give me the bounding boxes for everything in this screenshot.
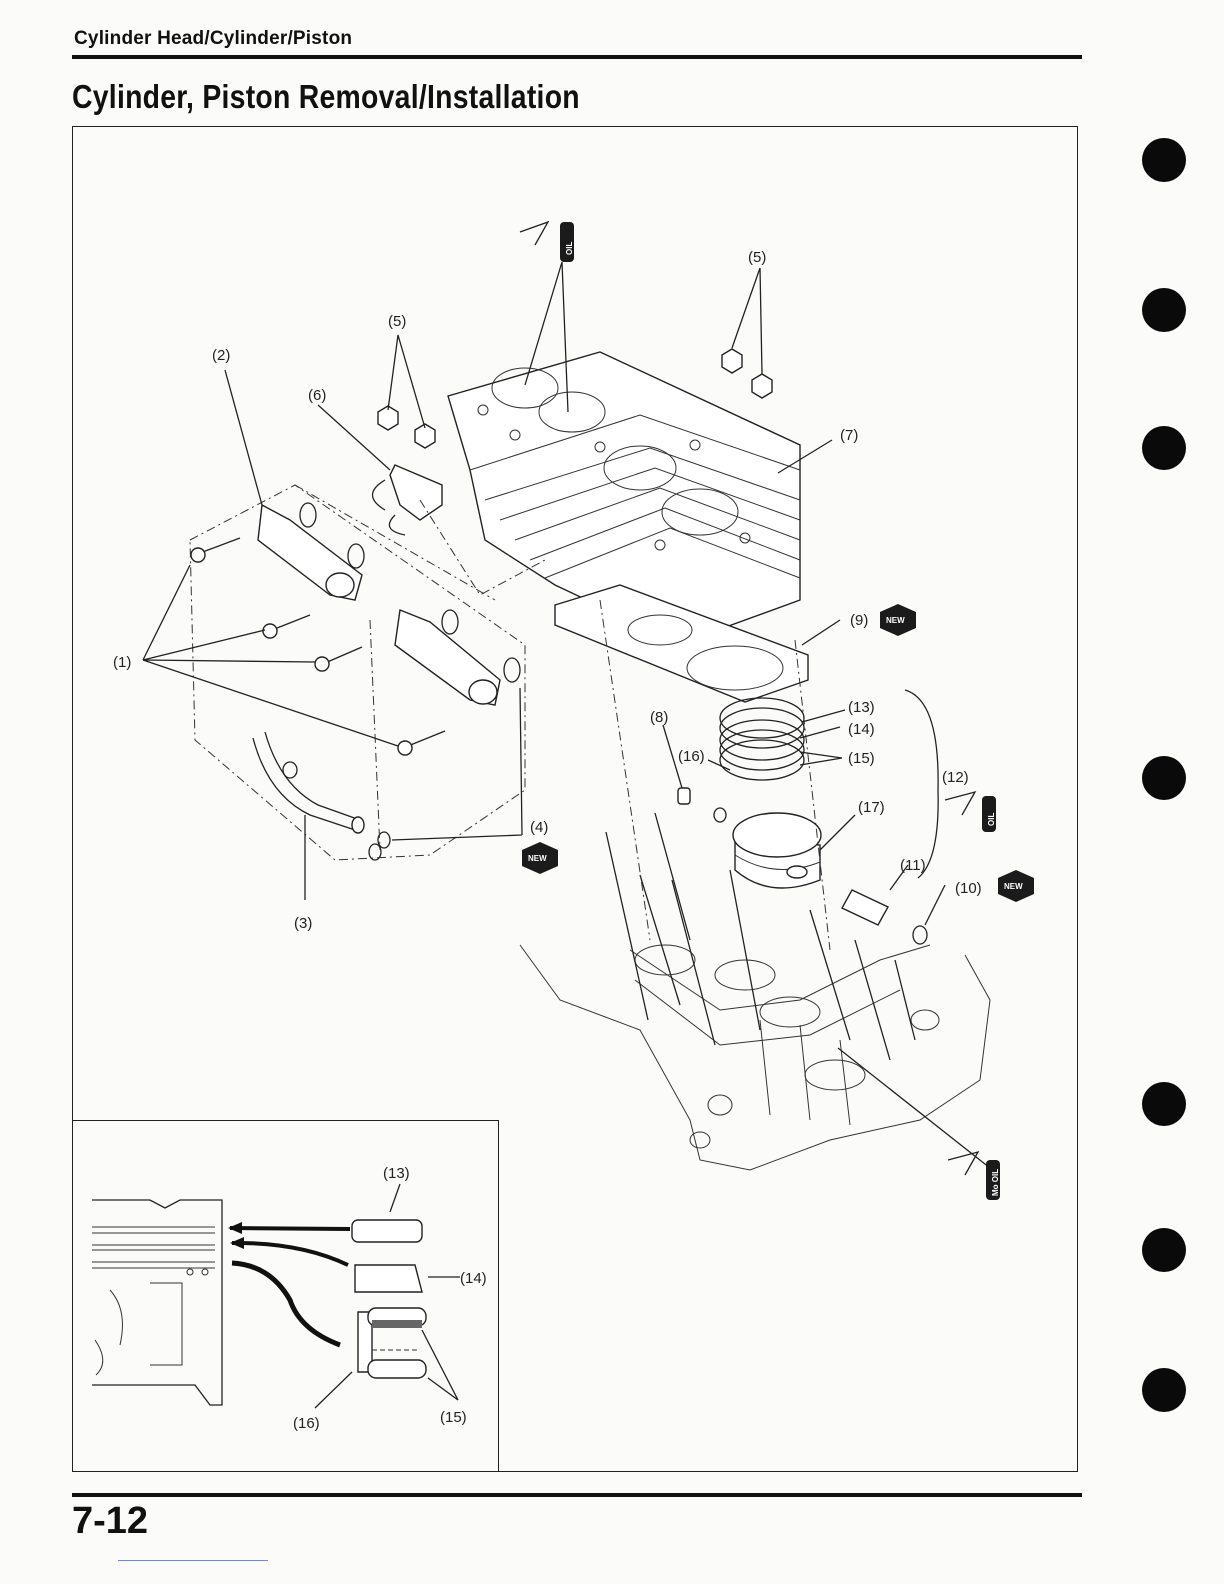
bracket bbox=[373, 465, 443, 535]
inset-callout-16: (16) bbox=[293, 1415, 320, 1432]
inset-callout-15: (15) bbox=[440, 1409, 467, 1426]
piston bbox=[733, 813, 821, 888]
callout-4: (4) bbox=[530, 819, 548, 836]
inset-ring-arrows bbox=[228, 1222, 350, 1345]
pin-clip bbox=[913, 926, 927, 944]
callout-17: (17) bbox=[858, 799, 885, 816]
crankcase bbox=[520, 945, 990, 1170]
callout-15: (15) bbox=[848, 750, 875, 767]
binder-hole-2 bbox=[1142, 288, 1186, 332]
new-badge-9-label: NEW bbox=[886, 616, 905, 625]
oil-pipe bbox=[253, 732, 390, 860]
new-badge-4: NEW bbox=[522, 842, 558, 874]
assembly-line-2 bbox=[370, 620, 380, 850]
binder-hole-4 bbox=[1142, 756, 1186, 800]
callout-1: (1) bbox=[113, 654, 131, 671]
callout-3: (3) bbox=[294, 915, 312, 932]
page-number: 7-12 bbox=[72, 1500, 148, 1543]
callout-7: (7) bbox=[840, 427, 858, 444]
binder-hole-5 bbox=[1142, 1082, 1186, 1126]
callout-9: (9) bbox=[850, 612, 868, 629]
oil-badge-top: OIL bbox=[520, 222, 574, 262]
callout-2: (2) bbox=[212, 347, 230, 364]
callout-6: (6) bbox=[308, 387, 326, 404]
dowel-pin bbox=[678, 788, 690, 804]
assembly-line-5 bbox=[795, 640, 830, 950]
callout-16: (16) bbox=[678, 748, 705, 765]
oil-badge-top-label: OIL bbox=[565, 242, 574, 255]
callout-10: (10) bbox=[955, 880, 982, 897]
binder-hole-6 bbox=[1142, 1228, 1186, 1272]
new-badge-4-label: NEW bbox=[528, 854, 547, 863]
callout-11: (11) bbox=[900, 857, 926, 874]
piston-rings bbox=[720, 698, 804, 780]
binder-hole-3 bbox=[1142, 426, 1186, 470]
callout-5-left: (5) bbox=[388, 313, 406, 330]
callout-14: (14) bbox=[848, 721, 875, 738]
link-underline bbox=[118, 1560, 268, 1561]
callout-12: (12) bbox=[942, 769, 969, 786]
inset-callout-13: (13) bbox=[383, 1165, 410, 1182]
new-badge-10-label: NEW bbox=[1004, 882, 1023, 891]
mo-oil-badge: Mo OIL bbox=[948, 1152, 1000, 1200]
callout-5-right: (5) bbox=[748, 249, 766, 266]
binder-hole-7 bbox=[1142, 1368, 1186, 1412]
oil-badge-right: OIL bbox=[945, 792, 996, 832]
new-badge-9: NEW bbox=[880, 604, 916, 636]
callout-13: (13) bbox=[848, 699, 875, 716]
piston-pin bbox=[842, 890, 888, 925]
coolant-joint-lower bbox=[395, 610, 520, 705]
coolant-joint-upper bbox=[258, 503, 364, 600]
inset-rings bbox=[352, 1220, 426, 1378]
callout-8: (8) bbox=[650, 709, 668, 726]
binder-hole-1 bbox=[1142, 138, 1186, 182]
oil-badge-right-label: OIL bbox=[987, 813, 996, 826]
inset-callout-14: (14) bbox=[460, 1270, 487, 1287]
new-badge-10: NEW bbox=[998, 870, 1034, 902]
footer-rule bbox=[72, 1493, 1082, 1497]
pin-clip-left bbox=[714, 808, 726, 822]
inset-piston-section bbox=[92, 1200, 222, 1405]
mo-oil-badge-label: Mo OIL bbox=[991, 1169, 1000, 1196]
